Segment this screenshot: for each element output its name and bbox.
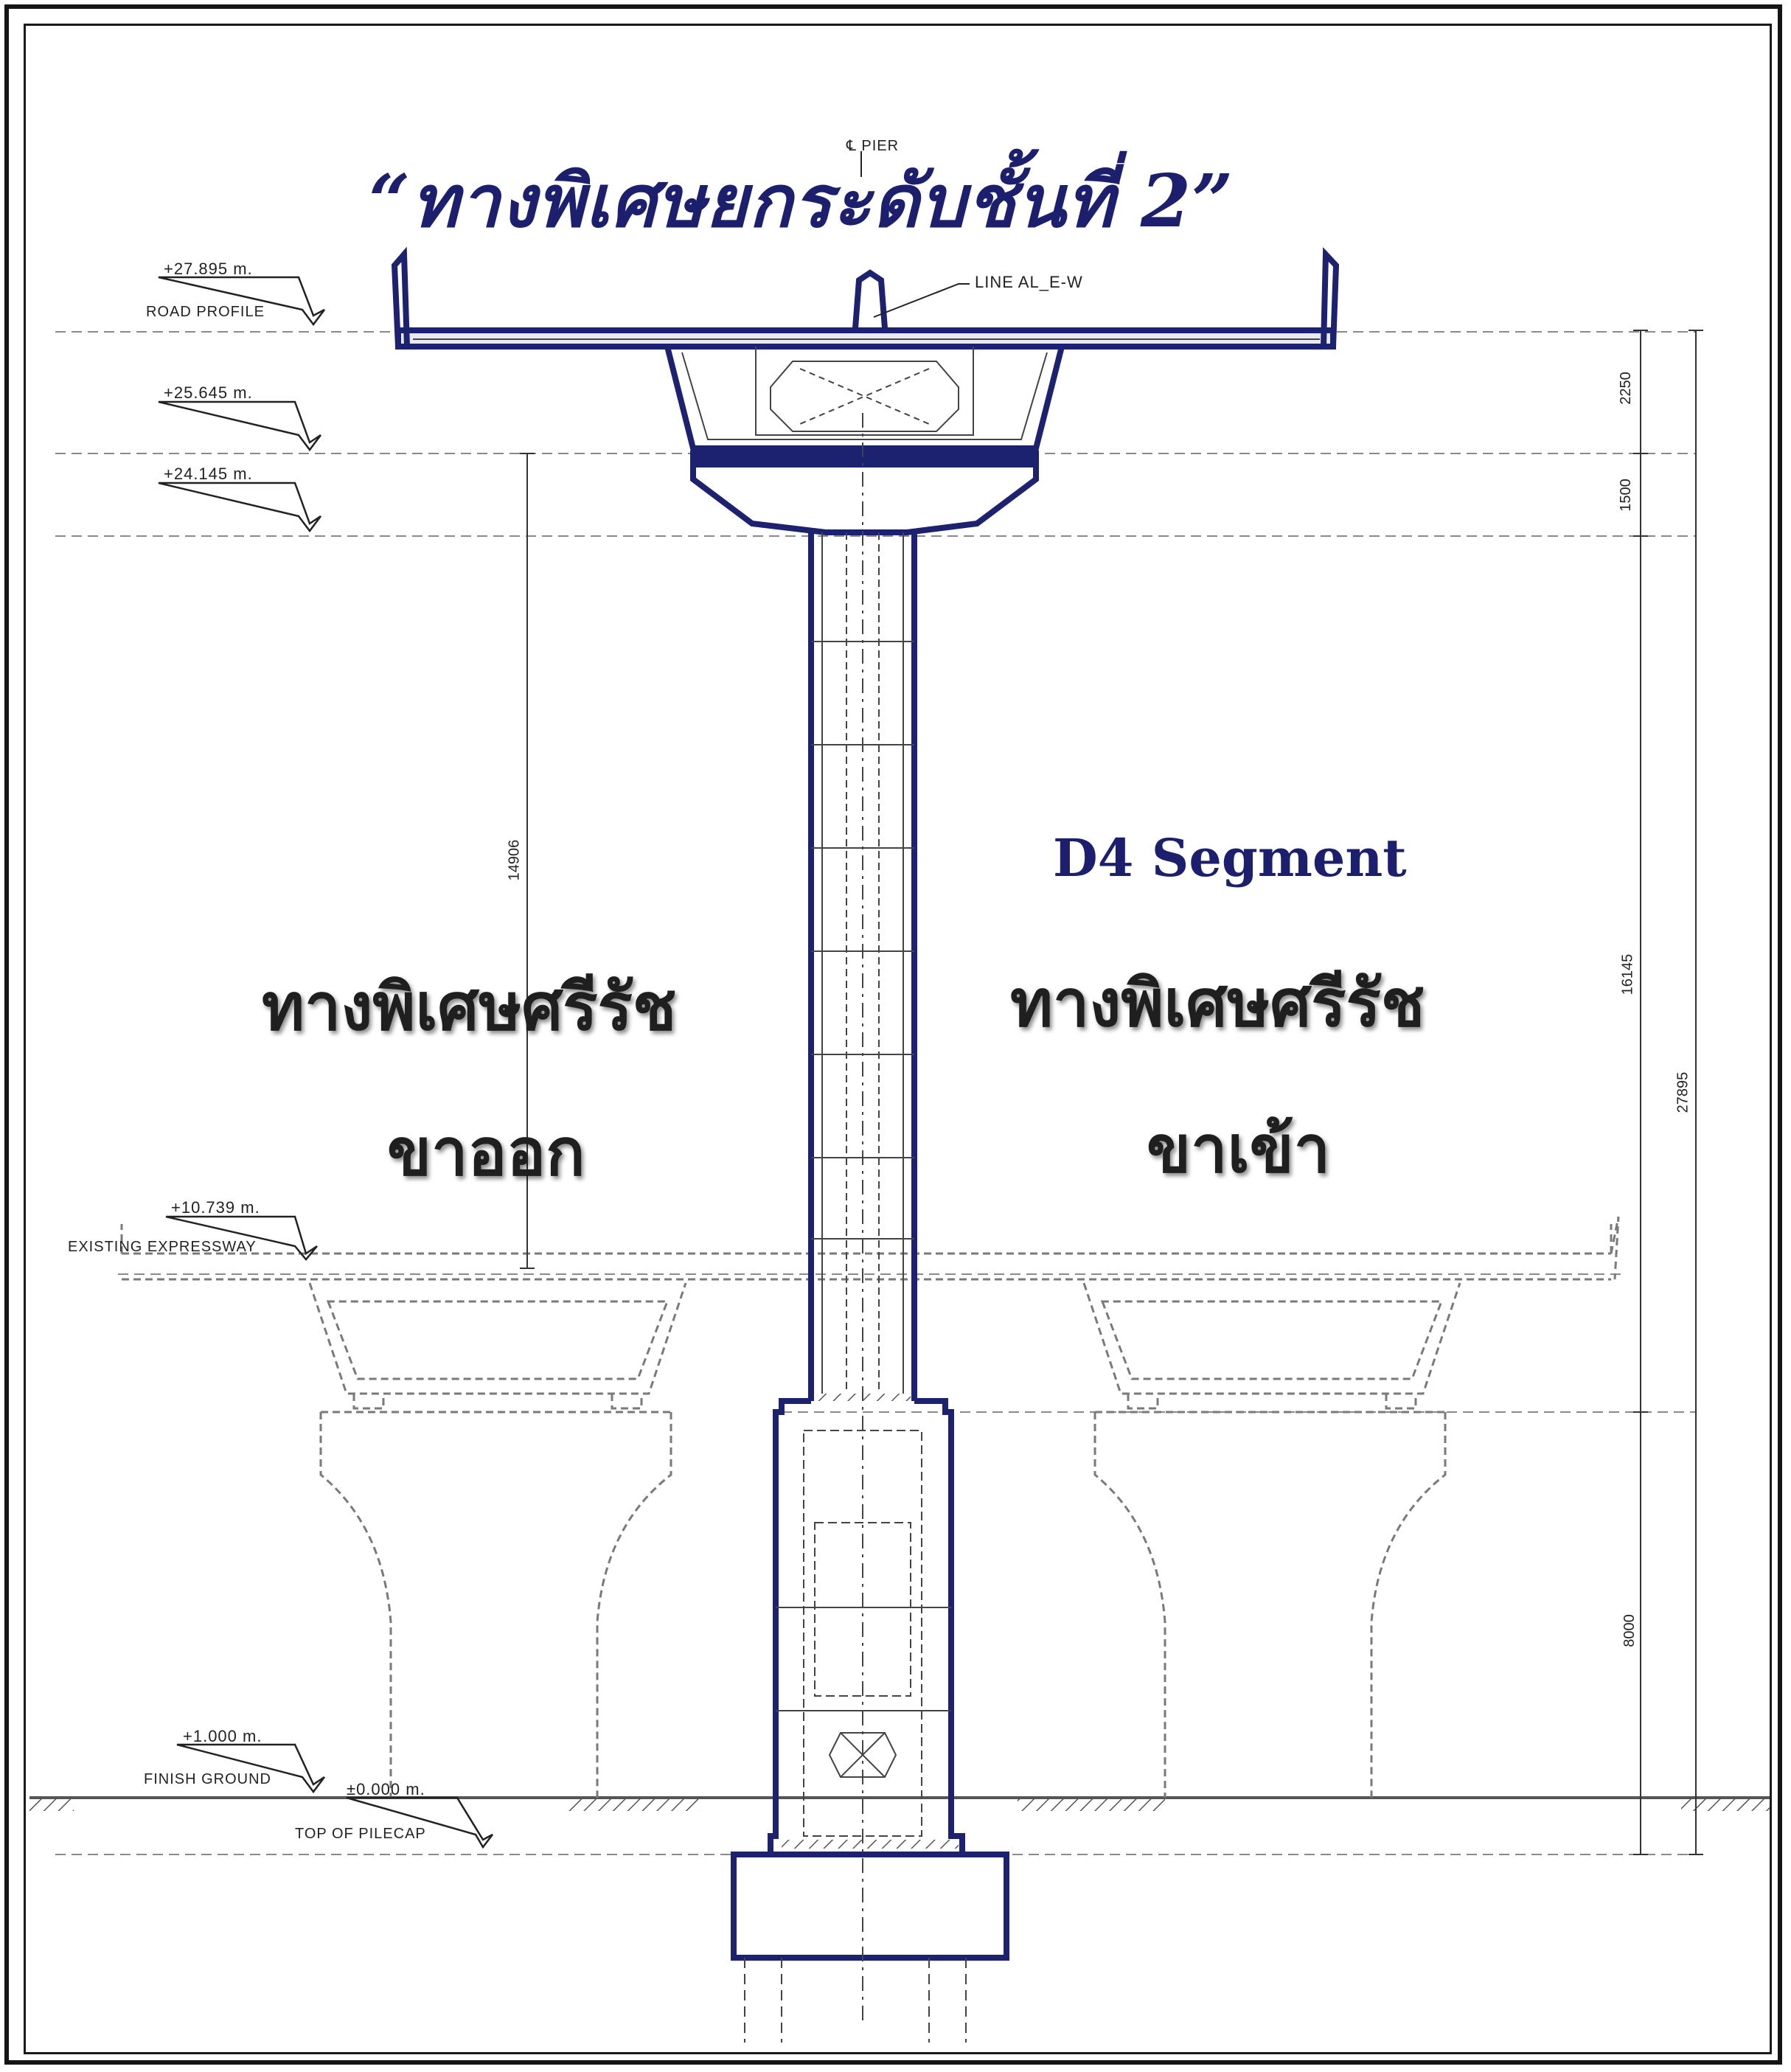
new-structure-details	[413, 338, 1320, 2043]
drawing-title: “ทางพิเศษยกระดับชั้นที่ 2”	[369, 159, 1234, 244]
dimension-lower-height: 8000	[1621, 1614, 1638, 1647]
left-label-line2: ขาออก	[387, 1114, 585, 1190]
existing-expressway	[120, 1216, 1620, 1798]
elevation-road-value: +27.895 m.	[164, 260, 253, 278]
inner-frame	[24, 24, 1772, 2054]
dimension-deck-depth: 2250	[1617, 372, 1634, 405]
dimension-crosshead-depth: 1500	[1617, 479, 1634, 512]
right-label-line1: ทางพิเศษศรีรัช	[1010, 965, 1425, 1041]
elevation-soffit-value: +25.645 m.	[164, 383, 253, 402]
line-align-label: LINE AL_E-W	[975, 273, 1083, 291]
elevation-road-caption: ROAD PROFILE	[146, 304, 265, 320]
level-lines	[55, 331, 1696, 1855]
right-label-line2: ขาเข้า	[1147, 1111, 1331, 1187]
pier-centerline-label: ℄ PIER	[846, 138, 900, 154]
finish-ground-line	[29, 1796, 1770, 1811]
dimension-clearance: 14906	[506, 839, 523, 881]
elevation-ground-value: +1.000 m.	[183, 1727, 262, 1745]
segment-label: D4 Segment	[1053, 827, 1407, 889]
left-label-line1: ทางพิเศษศรีรัช	[262, 969, 677, 1045]
elevation-expressway-value: +10.739 m.	[171, 1198, 260, 1217]
dimension-pier-height: 16145	[1619, 953, 1636, 995]
elevation-expressway-caption: EXISTING EXPRESSWAY	[68, 1239, 257, 1255]
new-structure	[391, 246, 1340, 1961]
elevation-crosshead-value: +24.145 m.	[164, 465, 253, 483]
elevation-pilecap-caption: TOP OF PILECAP	[295, 1826, 426, 1842]
line-callout	[860, 151, 970, 318]
elevation-ground-caption: FINISH GROUND	[144, 1771, 271, 1787]
elevation-pilecap-value: ±0.000 m.	[347, 1780, 425, 1798]
elevation-markers	[158, 276, 493, 1849]
dimension-lines	[520, 330, 1703, 1855]
dimension-total-height: 27895	[1675, 1071, 1691, 1113]
